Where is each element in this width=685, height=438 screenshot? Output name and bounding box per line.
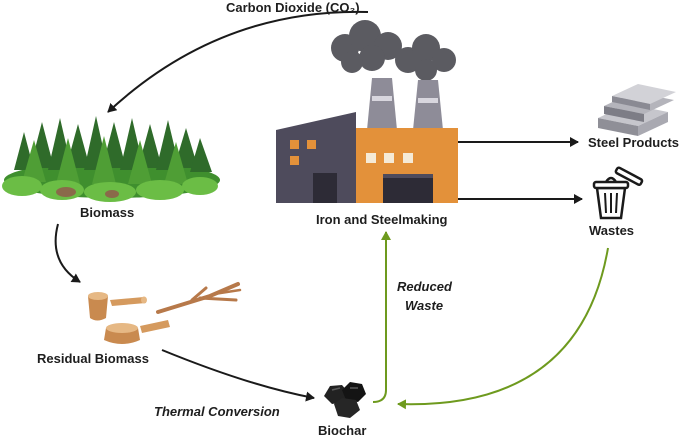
waste-label: Waste [405,298,444,313]
biochar-label: Biochar [318,423,367,438]
co2-label: Carbon Dioxide (CO₂) [226,0,360,15]
residual-to-biochar-arrow [161,349,315,402]
forest-icon [2,116,220,202]
factory-icon [276,20,458,203]
reduced-label: Reduced [397,279,452,294]
residual-biomass-label: Residual Biomass [37,351,149,366]
co2-to-forest-arrow [107,10,369,113]
steel-beams-icon [598,84,676,136]
trash-bin-icon [592,166,644,220]
biomass-to-residual-arrow [54,223,81,283]
thermal-conversion-label: Thermal Conversion [154,404,280,419]
biochar-icon [324,382,366,418]
wastes-to-biochar-arrow [397,247,609,410]
cut-wood-icon [88,282,242,344]
iron-steelmaking-label: Iron and Steelmaking [316,212,448,227]
biomass-label: Biomass [80,205,135,220]
biochar-to-steelmaking-arrow [372,231,391,403]
steel-products-label: Steel Products [588,135,680,150]
wastes-label: Wastes [589,223,635,238]
